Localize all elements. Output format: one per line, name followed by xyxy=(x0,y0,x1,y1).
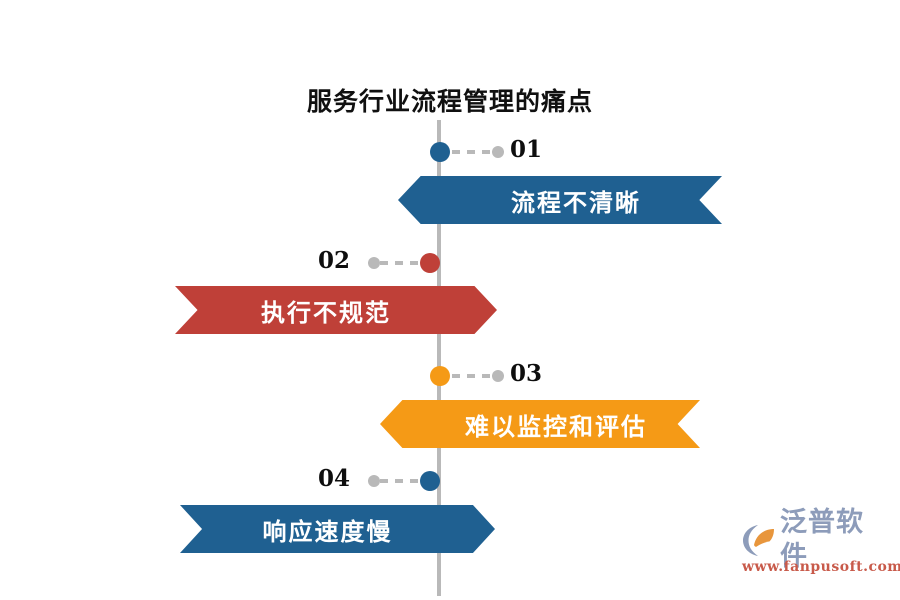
item-number-03: 03 xyxy=(510,360,543,387)
timeline-dot-icon-03 xyxy=(430,366,450,386)
brand-logo: 泛普软件 www.fanpusoft.com xyxy=(742,507,900,580)
brand-name: 泛普软件 xyxy=(780,507,864,572)
brand-logo-row: 泛普软件 xyxy=(742,507,890,572)
timeline-dot-icon-02 xyxy=(420,253,440,273)
ribbon-banner-02[interactable]: 执行不规范 xyxy=(175,286,497,334)
endpoint-dot-icon-03 xyxy=(492,370,504,382)
item-number-02: 02 xyxy=(318,247,351,274)
dashed-link-02 xyxy=(380,261,428,265)
endpoint-dot-icon-04 xyxy=(368,475,380,487)
fanpu-logo-mark-icon xyxy=(743,525,775,556)
timeline-dot-icon-01 xyxy=(430,142,450,162)
connector-02: 02 xyxy=(318,247,450,274)
page-title: 服务行业流程管理的痛点 xyxy=(306,87,593,116)
item-number-04: 04 xyxy=(318,465,351,492)
timeline-spine xyxy=(437,120,441,596)
ribbon-banner-03[interactable]: 难以监控和评估 xyxy=(380,400,700,448)
endpoint-dot-icon-02 xyxy=(368,257,380,269)
dashed-link-03 xyxy=(452,374,500,378)
connector-04: 04 xyxy=(318,465,450,492)
endpoint-dot-icon-01 xyxy=(492,146,504,158)
dashed-link-01 xyxy=(452,150,500,154)
item-number-01: 01 xyxy=(510,136,543,163)
brand-url: www.fanpusoft.com xyxy=(742,559,900,575)
ribbon-label-02: 执行不规范 xyxy=(261,298,391,327)
connector-03: 03 xyxy=(430,360,542,387)
connector-01: 01 xyxy=(430,136,542,163)
dashed-link-04 xyxy=(380,479,428,483)
ribbon-label-03: 难以监控和评估 xyxy=(465,412,647,441)
ribbon-banner-01[interactable]: 流程不清晰 xyxy=(398,176,722,224)
timeline-dot-icon-04 xyxy=(420,471,440,491)
ribbon-label-01: 流程不清晰 xyxy=(511,188,641,217)
ribbon-banner-04[interactable]: 响应速度慢 xyxy=(180,505,495,553)
ribbon-label-04: 响应速度慢 xyxy=(262,517,393,546)
